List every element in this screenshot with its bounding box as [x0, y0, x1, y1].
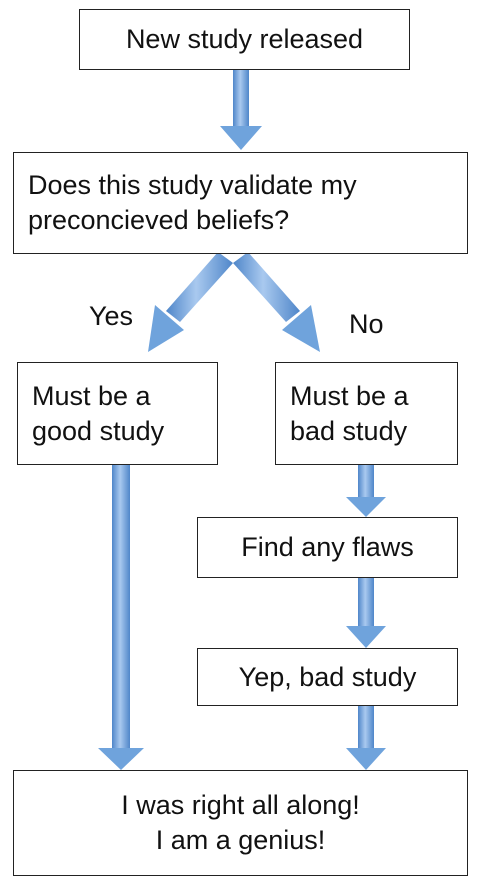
arrow-flaws-to-confirm-head — [346, 626, 386, 648]
arrow-yes-head — [148, 305, 184, 352]
yes-label: Yes — [89, 301, 134, 331]
arrow-bad-to-flaws-head — [346, 497, 386, 517]
node-new-study: New study released — [79, 9, 410, 70]
node-validate-question: Does this study validate my preconcieved… — [13, 152, 468, 254]
arrow-good-to-end-head — [98, 748, 144, 770]
arrow-bad-to-flaws-shaft — [358, 465, 374, 499]
arrow-confirm-to-end-shaft — [358, 706, 374, 752]
arrow-confirm-to-end-head — [346, 748, 386, 770]
node-yep-bad-study: Yep, bad study — [197, 648, 458, 706]
no-label: No — [349, 309, 384, 339]
arrow-no-shaft — [233, 252, 300, 322]
node-bad-study: Must be a bad study — [275, 362, 458, 465]
arrow-start-to-question-head — [220, 126, 262, 150]
arrow-yes-shaft — [166, 252, 233, 322]
node-good-study: Must be a good study — [17, 362, 218, 465]
node-new-study-text: New study released — [125, 24, 364, 55]
node-bad-study-text: Must be a bad study — [290, 380, 409, 446]
node-right-all-along: I was right all along! I am a genius! — [13, 770, 468, 876]
node-find-flaws: Find any flaws — [197, 517, 458, 578]
arrow-flaws-to-confirm-shaft — [358, 578, 374, 628]
arrow-good-to-end-shaft — [112, 465, 130, 753]
node-yep-bad-study-text: Yep, bad study — [238, 661, 417, 692]
node-find-flaws-text: Find any flaws — [241, 532, 414, 563]
node-good-study-text: Must be a good study — [32, 380, 165, 446]
node-right-all-along-text: I was right all along! I am a genius! — [121, 790, 360, 855]
node-validate-question-text: Does this study validate my preconcieved… — [28, 170, 357, 235]
arrow-start-to-question-shaft — [233, 70, 249, 128]
arrow-no-head — [282, 305, 320, 352]
